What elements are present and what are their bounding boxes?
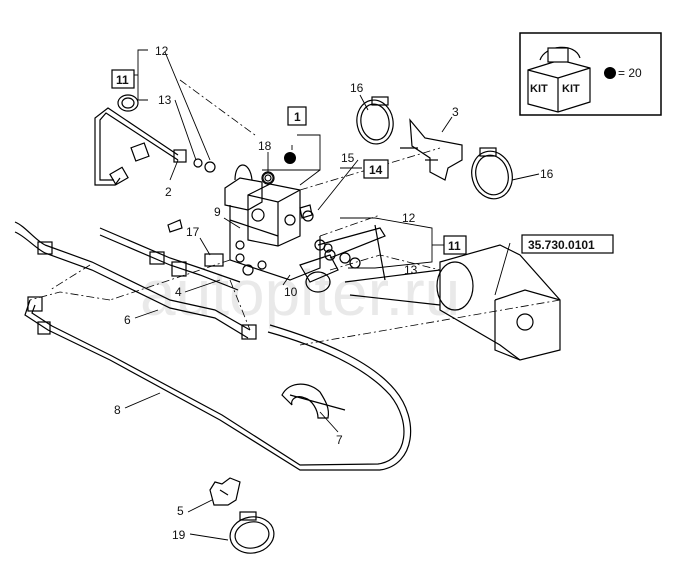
boxed-ref-part-number: 35.730.0101 [521, 234, 614, 254]
svg-text:14: 14 [369, 163, 383, 177]
callout-4: 4 [175, 285, 182, 299]
callout-16-right: 16 [540, 167, 554, 181]
boxed-ref-1: 1 [287, 106, 307, 126]
svg-text:11: 11 [116, 73, 129, 87]
callout-2: 2 [165, 185, 172, 199]
callout-18: 18 [258, 139, 272, 153]
callout-10: 10 [284, 285, 298, 299]
kit-label-left: KIT [530, 83, 548, 95]
guide-lines [29, 79, 561, 346]
boxed-ref-11-top: 11 [111, 69, 135, 89]
callout-13-top: 13 [158, 93, 172, 107]
callout-12-top: 12 [155, 44, 169, 58]
callout-13-right: 13 [404, 263, 418, 277]
callout-3: 3 [452, 105, 459, 119]
callouts: 12 13 18 2 9 17 4 10 6 8 7 5 19 16 3 16 … [114, 44, 554, 542]
callout-15: 15 [341, 151, 355, 165]
watermark: autopiter.ru [140, 257, 460, 329]
svg-text:11: 11 [448, 239, 461, 253]
drawing-lines [14, 94, 561, 554]
callout-12-right: 12 [402, 211, 416, 225]
callout-19: 19 [172, 528, 186, 542]
o-ring [262, 172, 274, 184]
callout-9: 9 [214, 205, 221, 219]
callout-6: 6 [124, 313, 131, 327]
callout-17: 17 [186, 225, 200, 239]
kit-legend: KIT KIT = 20 [519, 32, 662, 116]
kit-label-right: KIT [562, 83, 580, 95]
svg-text:1: 1 [294, 110, 301, 124]
kit-box-icon [527, 46, 591, 113]
boxed-ref-14: 14 [363, 159, 389, 179]
boxed-ref-11-right: 11 [443, 235, 467, 255]
callout-7: 7 [336, 433, 343, 447]
svg-text:35.730.0101: 35.730.0101 [528, 238, 595, 252]
callout-8: 8 [114, 403, 121, 417]
kit-equals-text: = 20 [618, 66, 642, 80]
kit-dot-icon [284, 152, 296, 164]
callout-5: 5 [177, 504, 184, 518]
callout-16-top: 16 [350, 81, 364, 95]
kit-dot-icon [604, 67, 616, 79]
leader-lines [124, 49, 540, 541]
